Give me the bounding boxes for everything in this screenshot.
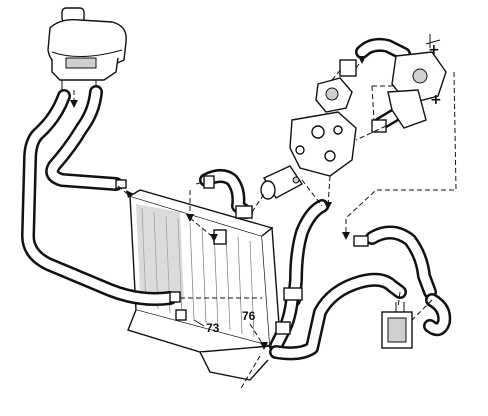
clip-radiator-bottom (169, 291, 181, 303)
callout-76: 76 (242, 309, 256, 323)
housing-body (289, 111, 357, 177)
bleed-screw-plus-2: + (430, 92, 442, 108)
radiator-hatching (136, 204, 184, 300)
clip-upper-radiator (235, 205, 253, 219)
clip-upper-right (339, 59, 357, 77)
clip-upper-end (203, 175, 215, 189)
drain-plug-73 (175, 309, 187, 321)
hose-clips (115, 59, 387, 335)
leader-arrows (70, 56, 366, 350)
heater-matrix (381, 302, 413, 349)
tank-label (65, 57, 97, 69)
radiator (127, 189, 281, 381)
clip-heater-return (353, 235, 369, 247)
hoses (21, 37, 452, 361)
radiator-bottom-bracket (127, 309, 271, 353)
clip-outlet-stub (371, 119, 387, 133)
clip-radiator-top (115, 179, 127, 189)
clip-lower (275, 321, 291, 335)
callout-73: 73 (206, 321, 220, 335)
bleed-screw-plus-1: + (428, 42, 440, 58)
water-outlet: + + (387, 34, 447, 129)
clip-center (283, 287, 303, 301)
thermostat-housing (260, 77, 357, 200)
expansion-tank (47, 7, 127, 92)
